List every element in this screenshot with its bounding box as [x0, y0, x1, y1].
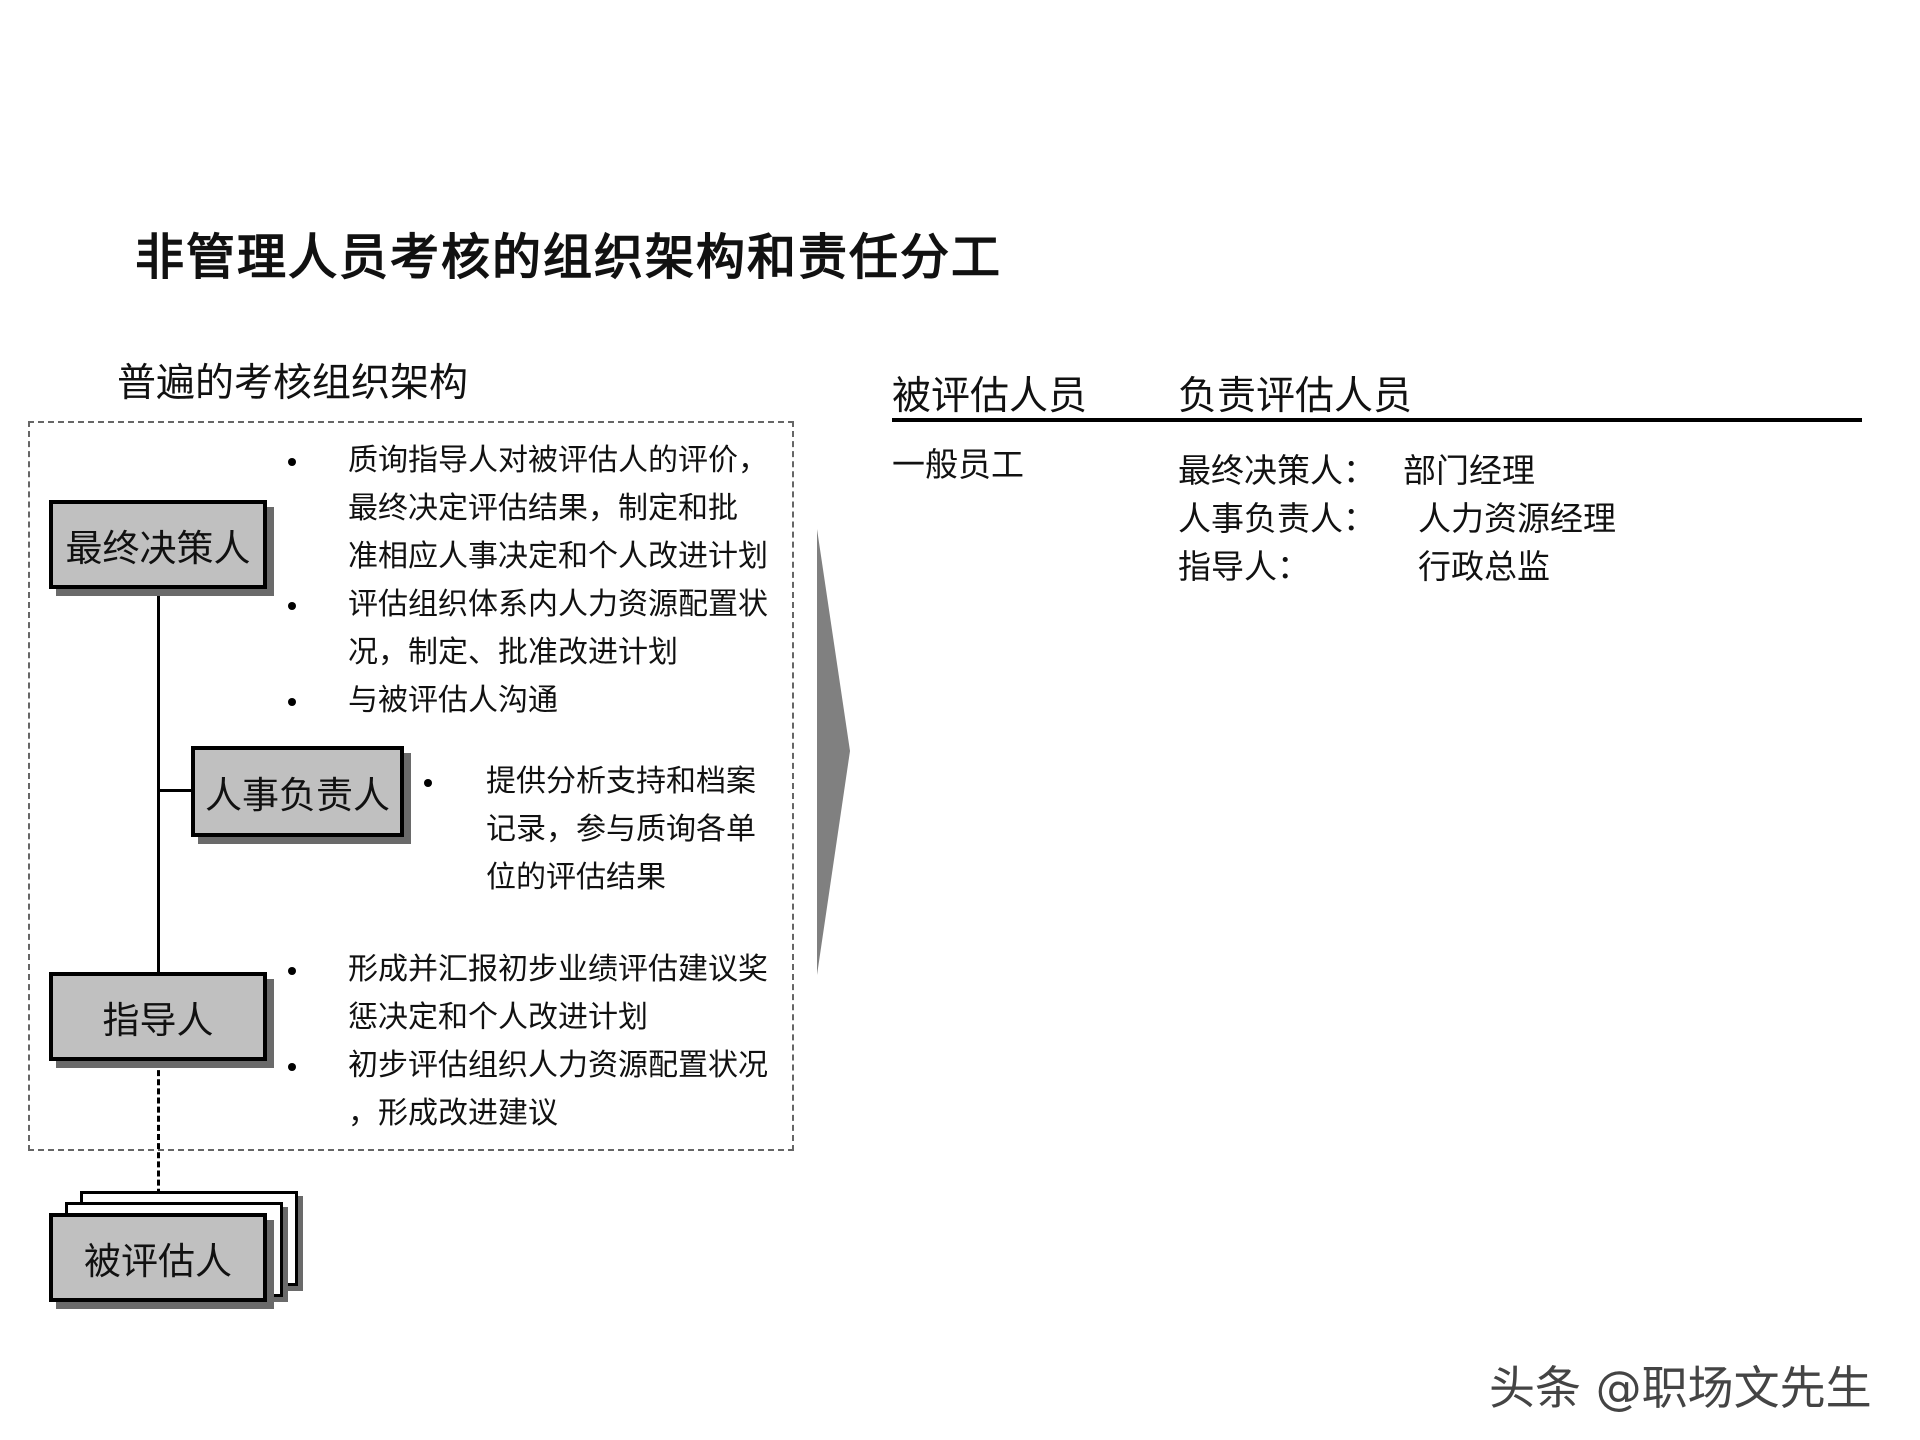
- node-hr-owner: 人事负责人: [191, 746, 404, 837]
- dashed-connector: [157, 1061, 160, 1213]
- duty-item: 初步评估组织人力资源配置状况 ，形成改进建议: [348, 1042, 768, 1138]
- duty-item: 形成并汇报初步业绩评估建议奖 惩决定和个人改进计划: [348, 946, 768, 1042]
- duty-line: 初步评估组织人力资源配置状况: [348, 1049, 768, 1082]
- responsible-role: 最终决策人：: [1178, 454, 1376, 490]
- bullet-icon: [424, 779, 432, 787]
- bullet-icon: [288, 698, 296, 706]
- duty-item: 提供分析支持和档案 记录，参与质询各单 位的评估结果: [486, 758, 756, 902]
- duty-line: 记录，参与质询各单: [486, 813, 756, 846]
- connector-line: [160, 789, 192, 792]
- node-label: 人事负责人: [205, 775, 390, 817]
- duty-line: 提供分析支持和档案: [486, 765, 756, 798]
- node-evaluatee: 被评估人: [49, 1213, 267, 1302]
- evaluatee-cell: 一般员工: [892, 448, 1024, 484]
- org-structure-heading: 普遍的考核组织架构: [117, 362, 469, 405]
- page-title: 非管理人员考核的组织架构和责任分工: [135, 230, 1003, 285]
- duty-item: 与被评估人沟通: [348, 677, 558, 725]
- bullet-icon: [288, 458, 296, 466]
- node-label: 最终决策人: [65, 528, 251, 570]
- duty-line: 况，制定、批准改进计划: [348, 636, 678, 669]
- duty-item: 质询指导人对被评估人的评价， 最终决定评估结果，制定和批 准相应人事决定和个人改…: [348, 437, 768, 581]
- duty-item: 评估组织体系内人力资源配置状 况，制定、批准改进计划: [348, 581, 768, 677]
- responsible-person: 部门经理: [1403, 454, 1535, 490]
- header-divider: [892, 418, 1862, 422]
- responsible-person: 行政总监: [1418, 550, 1550, 586]
- responsible-role: 人事负责人：: [1178, 502, 1376, 538]
- arrow-right-icon: [817, 529, 850, 975]
- duty-line: 评估组织体系内人力资源配置状: [348, 588, 768, 621]
- responsible-person: 人力资源经理: [1418, 502, 1616, 538]
- duty-line: 质询指导人对被评估人的评价，: [348, 444, 768, 477]
- bullet-icon: [288, 967, 296, 975]
- column-header-evaluatee: 被评估人员: [892, 375, 1088, 418]
- duty-line: ，形成改进建议: [348, 1097, 558, 1130]
- connector-line: [157, 588, 160, 972]
- responsible-role: 指导人：: [1178, 550, 1310, 586]
- watermark: 头条 @职场文先生: [1489, 1361, 1872, 1415]
- bullet-icon: [288, 602, 296, 610]
- duty-line: 最终决定评估结果，制定和批: [348, 492, 738, 525]
- column-header-responsible: 负责评估人员: [1178, 375, 1413, 418]
- node-label: 指导人: [102, 1000, 214, 1042]
- duty-line: 形成并汇报初步业绩评估建议奖: [348, 953, 768, 986]
- duty-line: 与被评估人沟通: [348, 684, 558, 717]
- duty-line: 惩决定和个人改进计划: [348, 1001, 648, 1034]
- node-final-decider: 最终决策人: [49, 500, 267, 589]
- node-label: 被评估人: [84, 1241, 232, 1283]
- bullet-icon: [288, 1063, 296, 1071]
- duty-line: 位的评估结果: [486, 861, 666, 894]
- duty-line: 准相应人事决定和个人改进计划: [348, 540, 768, 573]
- node-guide: 指导人: [49, 972, 267, 1061]
- org-structure-frame: [28, 421, 794, 1151]
